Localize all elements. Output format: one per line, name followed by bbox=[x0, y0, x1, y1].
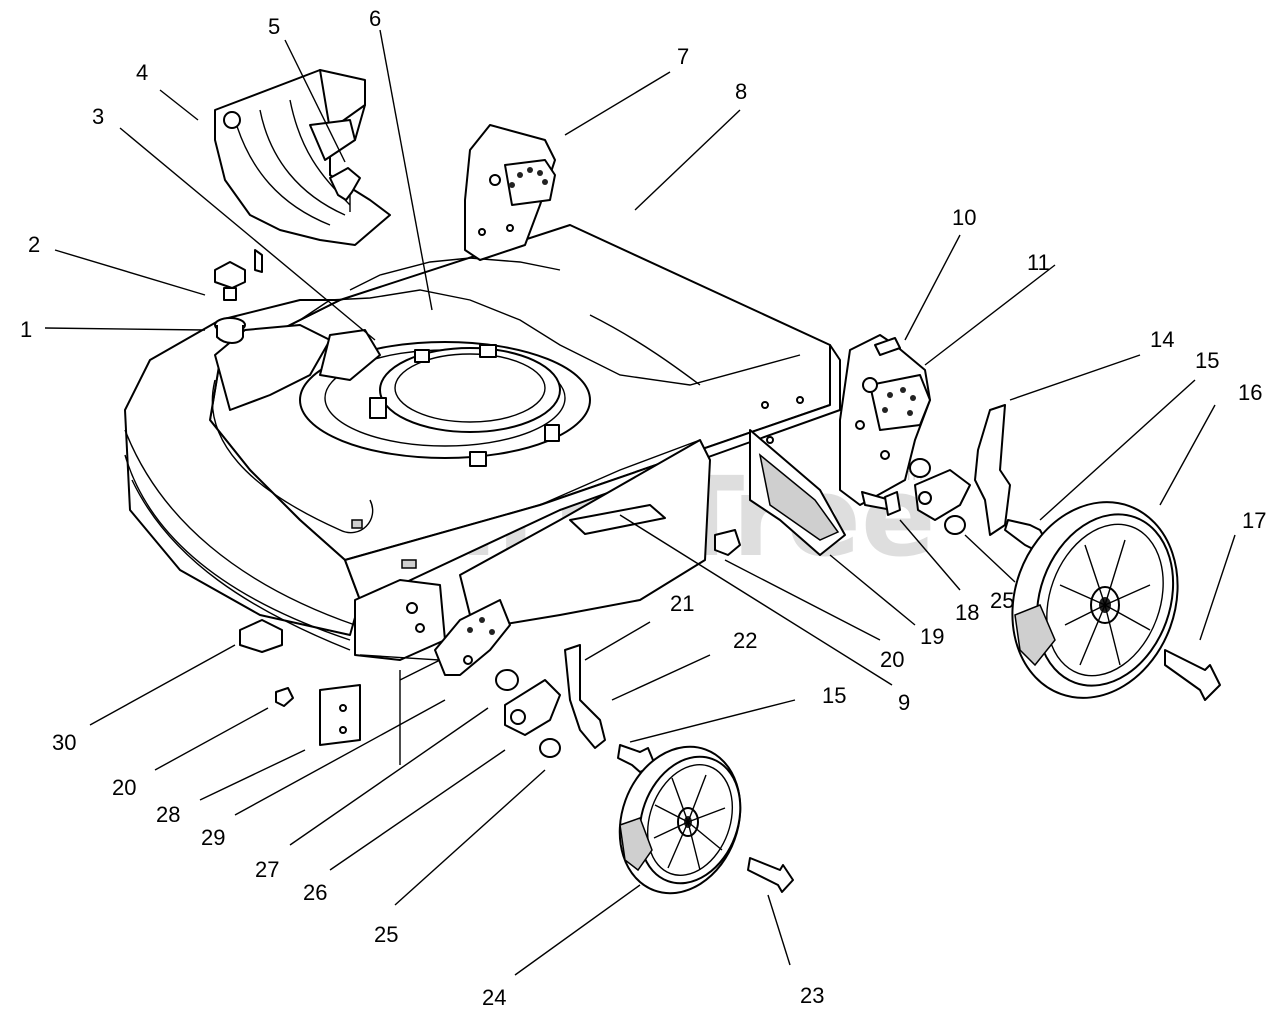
callout-7: 7 bbox=[677, 44, 689, 69]
callout-9: 9 bbox=[898, 690, 910, 715]
nut-20-rear bbox=[714, 529, 741, 556]
callout-29: 29 bbox=[201, 825, 225, 850]
washer-27 bbox=[495, 669, 519, 691]
chute-knob bbox=[329, 167, 361, 212]
callout-23: 23 bbox=[800, 983, 824, 1008]
grommet bbox=[214, 317, 246, 344]
callout-24: 24 bbox=[482, 985, 506, 1010]
rear-wheel bbox=[1011, 501, 1179, 699]
callout-6: 6 bbox=[369, 6, 381, 31]
callout-26: 26 bbox=[303, 880, 327, 905]
spring-bracket-front bbox=[564, 644, 606, 749]
callout-22: 22 bbox=[733, 628, 757, 653]
callout-15-rear: 15 bbox=[1195, 348, 1219, 373]
spark-plug-bolt bbox=[214, 261, 246, 301]
washer-rear bbox=[909, 458, 931, 478]
callout-14: 14 bbox=[1150, 327, 1174, 352]
callout-20-front: 20 bbox=[112, 775, 136, 800]
pivot-plate-rear bbox=[914, 469, 971, 521]
callout-labels: 1 2 3 4 5 6 7 8 9 10 11 14 15 16 17 18 1… bbox=[20, 6, 1266, 1010]
callout-2: 2 bbox=[28, 232, 40, 257]
callout-27: 27 bbox=[255, 857, 279, 882]
callout-28: 28 bbox=[156, 802, 180, 827]
axle-bolt-17 bbox=[1164, 649, 1221, 701]
callout-5: 5 bbox=[268, 14, 280, 39]
nut-20-front bbox=[275, 687, 294, 707]
callout-11: 11 bbox=[1027, 250, 1050, 275]
warning-label bbox=[569, 504, 666, 535]
callout-15-front: 15 bbox=[822, 683, 846, 708]
clip-30 bbox=[239, 619, 283, 653]
axle-bolt-23 bbox=[747, 857, 794, 893]
callout-4: 4 bbox=[136, 60, 148, 85]
callout-18: 18 bbox=[955, 600, 979, 625]
callout-1: 1 bbox=[20, 317, 32, 342]
callout-10: 10 bbox=[952, 205, 976, 230]
height-adjuster-front bbox=[464, 124, 556, 261]
callout-3: 3 bbox=[92, 104, 104, 129]
discharge-chute bbox=[214, 69, 391, 273]
callout-17: 17 bbox=[1242, 508, 1266, 533]
bolt-18 bbox=[861, 491, 901, 516]
callout-25-front: 25 bbox=[374, 922, 398, 947]
height-adjuster-rear bbox=[839, 334, 931, 506]
callout-30: 30 bbox=[52, 730, 76, 755]
callout-20-rear: 20 bbox=[880, 647, 904, 672]
plate-28 bbox=[319, 684, 361, 746]
washer-25-rear bbox=[944, 515, 966, 535]
leader-lines bbox=[44, 29, 1236, 976]
callout-8: 8 bbox=[735, 79, 747, 104]
washer-25-front bbox=[539, 738, 561, 758]
front-wheel bbox=[618, 745, 742, 895]
callout-25-rear: 25 bbox=[990, 588, 1014, 613]
callout-19: 19 bbox=[920, 624, 944, 649]
front-height-bracket bbox=[434, 599, 511, 676]
spring-bracket-rear bbox=[974, 404, 1011, 536]
callout-21: 21 bbox=[670, 591, 694, 616]
callout-16: 16 bbox=[1238, 380, 1262, 405]
